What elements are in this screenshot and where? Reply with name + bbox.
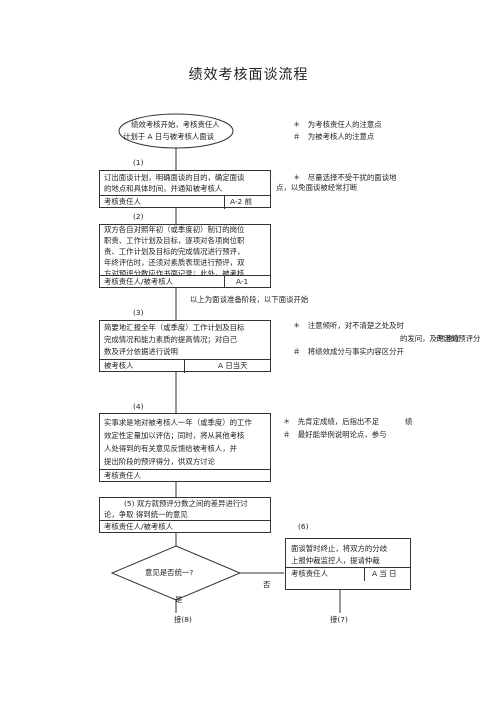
step2-role: 考核责任人/被考核人 (104, 277, 174, 286)
step1-number: (1) (133, 158, 144, 167)
step4-number: (4) (133, 402, 144, 411)
step4-line: 实事求是地对被考核人一年（或季度）的工作 (104, 418, 252, 427)
step6-box: 面谈暂时终止，将双方的分歧 上报仲裁监控人，提请仲裁 考核责任人 A 当 日 (285, 538, 411, 590)
step3-note3: 评出的预评分 (436, 334, 481, 343)
start-line1: 绩效考核开始，考核责任人 (131, 120, 220, 129)
step3-box: 简要地汇报全年（或季度）工作计划及目标 完成情况和能力素质的提高情况；对自己 数… (99, 320, 271, 373)
step3-footer: 被考核人 A 日当天 (100, 359, 270, 373)
step2-line: 年终评估时，还须对素质表现进行预评，双 (104, 258, 245, 267)
step2-line: 双方各自对照年初（或季度初）制订的岗位 (104, 225, 245, 234)
step5-line1: (5) 双方就预评分数之间的差异进行讨 (124, 499, 248, 508)
step3-note4: ＃ 将绩效成分与事实内容区分开 (293, 347, 404, 356)
legend-star: ＊ 为考核责任人的注意点 (293, 120, 382, 129)
step4-line: 提出阶段的预评得分，供双方讨论 (104, 457, 215, 466)
step3-line: 简要地汇报全年（或季度）工作计划及目标 (104, 323, 245, 332)
step5-footer: 考核责任人/被考核人 (100, 520, 270, 534)
step1-line1: 订出面谈计划，明确面谈的目的，确定面谈 (104, 173, 245, 182)
step5-box: (5) 双方就预评分数之间的差异进行讨 论，争取 得到统一的意见 考核责任人/被… (99, 497, 271, 533)
step4-note2: 绩 (405, 417, 413, 426)
step3-role: 被考核人 (104, 361, 134, 370)
step3-note2: 的发问，及时澄清 (400, 334, 460, 343)
step2-line: 职责、工作计划及目标，逐项对各项岗位职 (104, 236, 245, 245)
step2-footer: 考核责任人/被考核人 A-1 (99, 275, 271, 288)
step2-date: A-1 (236, 277, 249, 286)
step1-date: A-2 前 (230, 197, 253, 206)
step6-date: A 当 日 (372, 569, 397, 578)
step1-note1: ＊ 尽量选择不受干扰的面谈地 (293, 173, 397, 182)
step4-note3: ＃ 最好能举例说明论点，参与 (283, 430, 387, 439)
phase-note: 以上为面谈准备阶段，以下面谈开始 (190, 295, 309, 304)
decision-question: 意见是否统一? (145, 568, 194, 577)
step1-line2: 的地点和具体时间，并通知被考核人 (104, 184, 223, 193)
legend-hash: ＃ 为被考核人的注意点 (293, 132, 375, 141)
step2-line: 方对预评分数应作书面记录；此外，被考核 (104, 269, 245, 278)
decision-link-right: 接(7) (330, 615, 348, 624)
step4-footer: 考核责任人 (100, 469, 270, 483)
step3-line: 完成情况和能力素质的提高情况；对自己 (104, 335, 238, 344)
step1-box: 订出面谈计划，明确面谈的目的，确定面谈 的地点和具体时间，并通知被考核人 考核责… (99, 170, 271, 209)
step1-footer: 考核责任人 A-2 前 (100, 195, 270, 209)
decision-link-left: 接(8) (174, 615, 192, 624)
step3-number: (3) (133, 308, 144, 317)
page-title: 绩效考核面谈流程 (188, 67, 309, 83)
step3-note1: ＊ 注意倾听，对不清楚之处及时 (293, 321, 404, 330)
decision-yes-label: 是 (175, 595, 183, 604)
step6-role: 考核责任人 (291, 569, 328, 578)
step3-line: 数及评分依据进行说明 (104, 347, 178, 356)
step4-note1: ＊ 先肯定成绩，后指出不足 (283, 417, 380, 426)
step6-line2: 上报仲裁监控人，提请仲裁 (291, 556, 380, 565)
step1-role: 考核责任人 (104, 197, 141, 206)
step4-line: 人处得到的有关意见反馈给被考核人，并 (104, 444, 238, 453)
step3-date: A 日当天 (218, 361, 248, 370)
step6-footer: 考核责任人 A 当 日 (286, 567, 410, 581)
start-line2: 计划于 A 日与被考核人面谈 (123, 132, 215, 141)
decision-no-label: 否 (263, 580, 271, 589)
step5-line2: 论，争取 得到统一的意见 (104, 510, 188, 519)
step6-line1: 面谈暂时终止，将双方的分歧 (291, 544, 388, 553)
step1-note2: 点，以免面谈被经常打断 (276, 183, 358, 192)
step5-role: 考核责任人/被考核人 (104, 522, 174, 531)
step2-number: (2) (133, 212, 144, 221)
step4-box: 实事求是地对被考核人一年（或季度）的工作 效定性定量加以评估；同时，将从其他考核… (99, 413, 271, 482)
step6-number: (6) (298, 522, 309, 531)
step2-line: 责、工作计划及目标的完成情况进行预评， (104, 247, 245, 256)
step4-role: 考核责任人 (104, 471, 141, 480)
step4-line: 效定性定量加以评估；同时，将从其他考核 (104, 431, 245, 440)
